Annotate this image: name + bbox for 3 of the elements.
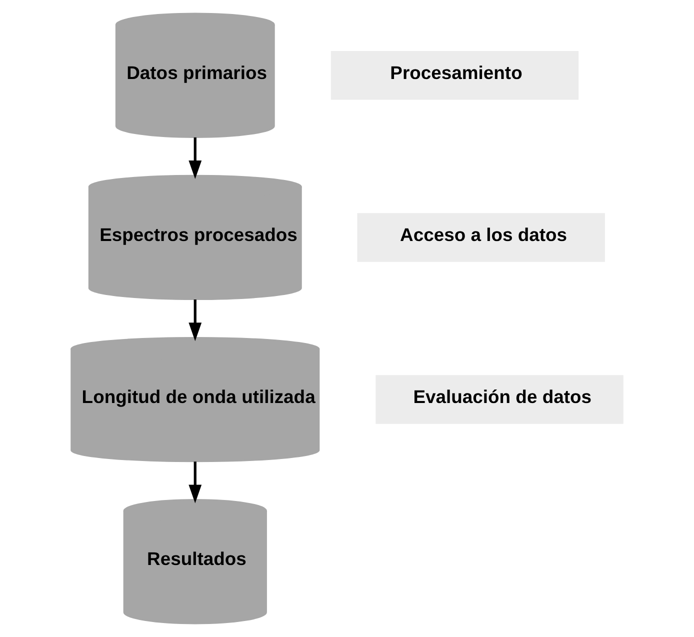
arrow	[188, 137, 202, 180]
arrow	[188, 300, 202, 342]
arrow	[188, 462, 202, 504]
